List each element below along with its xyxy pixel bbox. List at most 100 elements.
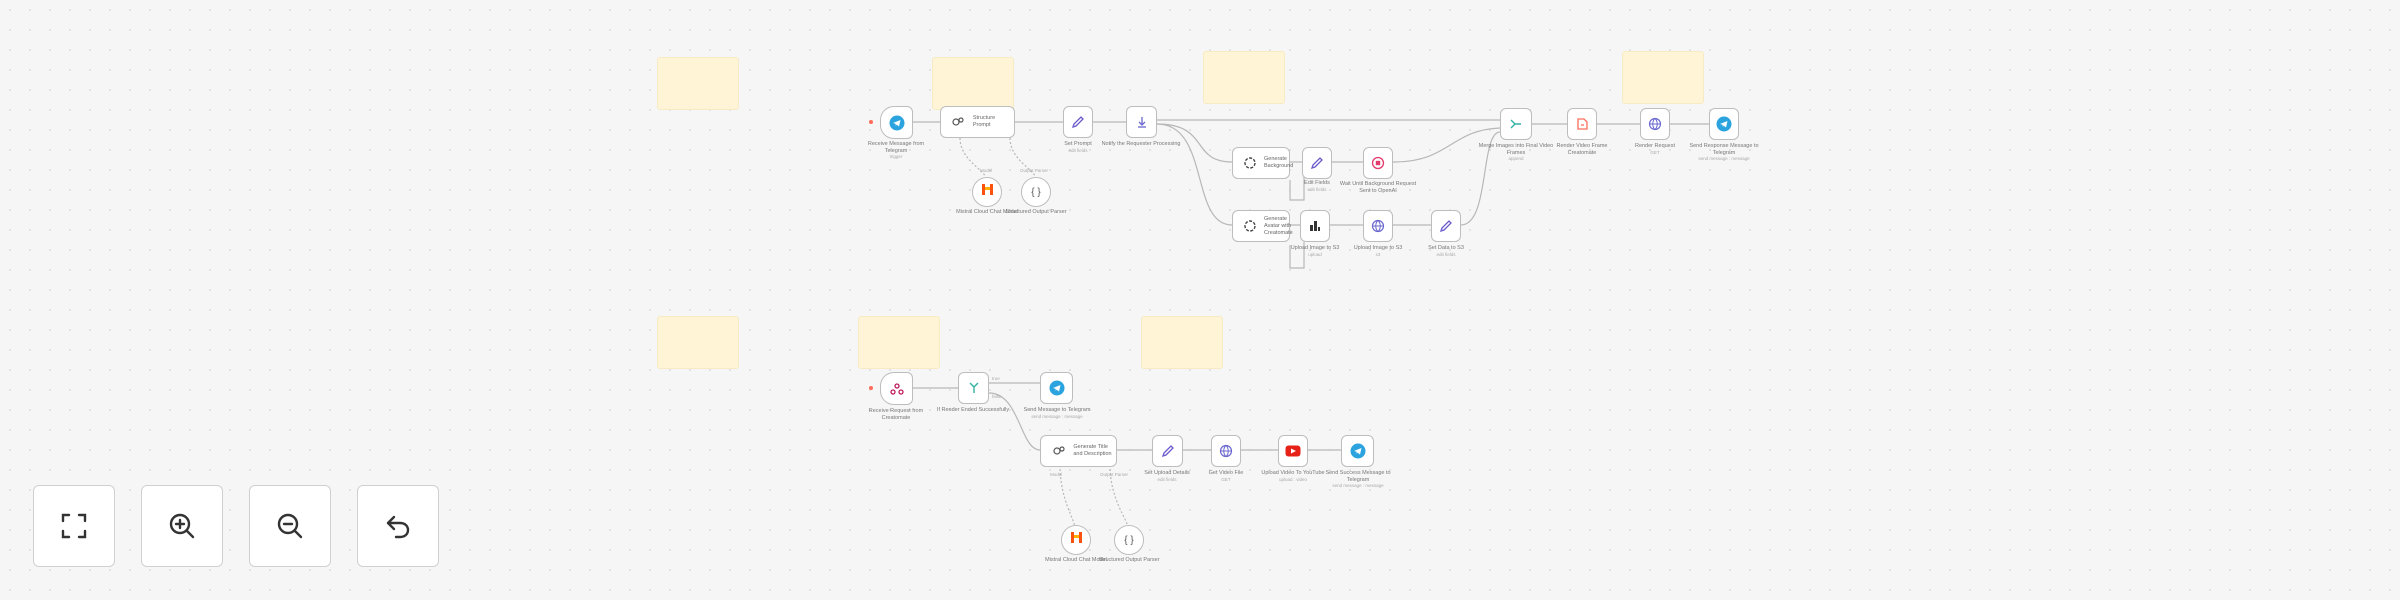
undo-icon [386, 515, 410, 539]
generate-title-node[interactable]: Generate Title and Description [1040, 435, 1117, 467]
telegram-icon [1715, 115, 1733, 133]
mistral-model-node[interactable] [1061, 525, 1091, 555]
node-label: Mistral Cloud Chat Model [1045, 557, 1107, 563]
merge-icon [1507, 115, 1525, 133]
upload-node[interactable] [1300, 210, 1330, 242]
set-data-node[interactable] [1431, 210, 1461, 242]
send-telegram-node[interactable] [1709, 108, 1739, 140]
fit-view-button[interactable] [33, 485, 115, 567]
fullscreen-icon [61, 513, 87, 539]
webhook-icon [888, 380, 906, 398]
mistral-icon [1070, 531, 1083, 549]
render-video-node[interactable] [1567, 108, 1597, 140]
upload-youtube-node[interactable] [1278, 435, 1308, 467]
node-label: Wait Until Background Request Sent to Op… [1339, 181, 1417, 194]
creatomate-trigger-node[interactable] [880, 372, 913, 405]
if-node[interactable] [958, 372, 989, 404]
edit-fields-node[interactable] [1302, 147, 1332, 179]
telegram-icon [1349, 442, 1367, 460]
send-message-node[interactable] [1040, 372, 1073, 404]
trigger-indicator [869, 120, 873, 124]
node-label: If Render Ended Successfully [936, 407, 1010, 413]
sticky-note[interactable] [858, 316, 940, 369]
port-label: Model [980, 168, 993, 173]
sticky-note[interactable] [657, 316, 739, 369]
telegram-send-icon [1133, 113, 1151, 131]
globe-icon [1217, 442, 1235, 460]
sticky-note[interactable] [1203, 51, 1285, 104]
sticky-note[interactable] [657, 57, 739, 110]
pencil-icon [1437, 217, 1455, 235]
render-request-node[interactable] [1640, 108, 1670, 140]
openai-icon [1243, 217, 1257, 235]
openai-icon [1243, 154, 1257, 172]
mistral-icon [981, 183, 994, 201]
parser-node[interactable]: { } [1021, 177, 1051, 207]
youtube-icon [1284, 442, 1302, 460]
branch-icon [965, 379, 983, 397]
node-label: Structured Output Parser [1005, 209, 1067, 215]
telegram-trigger-node[interactable] [880, 106, 913, 139]
upload-s3-node[interactable] [1363, 210, 1393, 242]
zoom-out-button[interactable] [249, 485, 331, 567]
get-video-node[interactable] [1211, 435, 1241, 467]
ai-agent-icon [951, 113, 966, 131]
telegram-icon [1048, 379, 1066, 397]
node-label: Notify the Requester Processing [1101, 141, 1181, 147]
port-label: Output Parser [1020, 168, 1049, 173]
node-label: Render Video Frame Creatomate [1556, 143, 1608, 156]
merge-node[interactable] [1500, 108, 1532, 140]
pencil-icon [1069, 113, 1087, 131]
stop-icon [1369, 154, 1387, 172]
code-braces-icon: { } [1124, 534, 1134, 546]
globe-icon [1646, 115, 1664, 133]
globe-icon [1369, 217, 1387, 235]
send-success-node[interactable] [1341, 435, 1374, 467]
port-label: false [992, 394, 1002, 399]
sticky-note[interactable] [1622, 51, 1704, 104]
port-label: Model [1050, 472, 1063, 477]
creatomate-icon [1573, 115, 1591, 133]
sticky-note[interactable] [1141, 316, 1223, 369]
reset-zoom-button[interactable] [357, 485, 439, 567]
telegram-icon [888, 114, 906, 132]
zoom-out-icon [277, 513, 303, 539]
node-label: Mistral Cloud Chat Model [956, 209, 1018, 215]
mistral-model-node[interactable] [972, 177, 1002, 207]
trigger-indicator [869, 386, 873, 390]
node-label: Structured Output Parser [1098, 557, 1160, 563]
generate-background-node[interactable]: Generate Background [1232, 147, 1293, 179]
generate-avatar-node[interactable]: Generate Avatar with Creatomate [1232, 210, 1293, 242]
structure-prompt-node[interactable]: Structure Prompt [940, 106, 1015, 138]
set-prompt-node[interactable] [1063, 106, 1093, 138]
notify-processing-node[interactable] [1126, 106, 1157, 138]
parser-node[interactable]: { } [1114, 525, 1144, 555]
zoom-in-icon [169, 513, 195, 539]
pencil-icon [1159, 442, 1177, 460]
set-upload-node[interactable] [1152, 435, 1183, 467]
port-label: true [992, 376, 1000, 381]
wait-node[interactable] [1363, 147, 1393, 179]
ai-agent-icon [1051, 442, 1066, 460]
code-braces-icon: { } [1031, 186, 1041, 198]
zoom-in-button[interactable] [141, 485, 223, 567]
pencil-icon [1308, 154, 1326, 172]
node-label: Receive Request from Creatomate [868, 408, 924, 421]
sticky-note[interactable] [932, 57, 1014, 110]
